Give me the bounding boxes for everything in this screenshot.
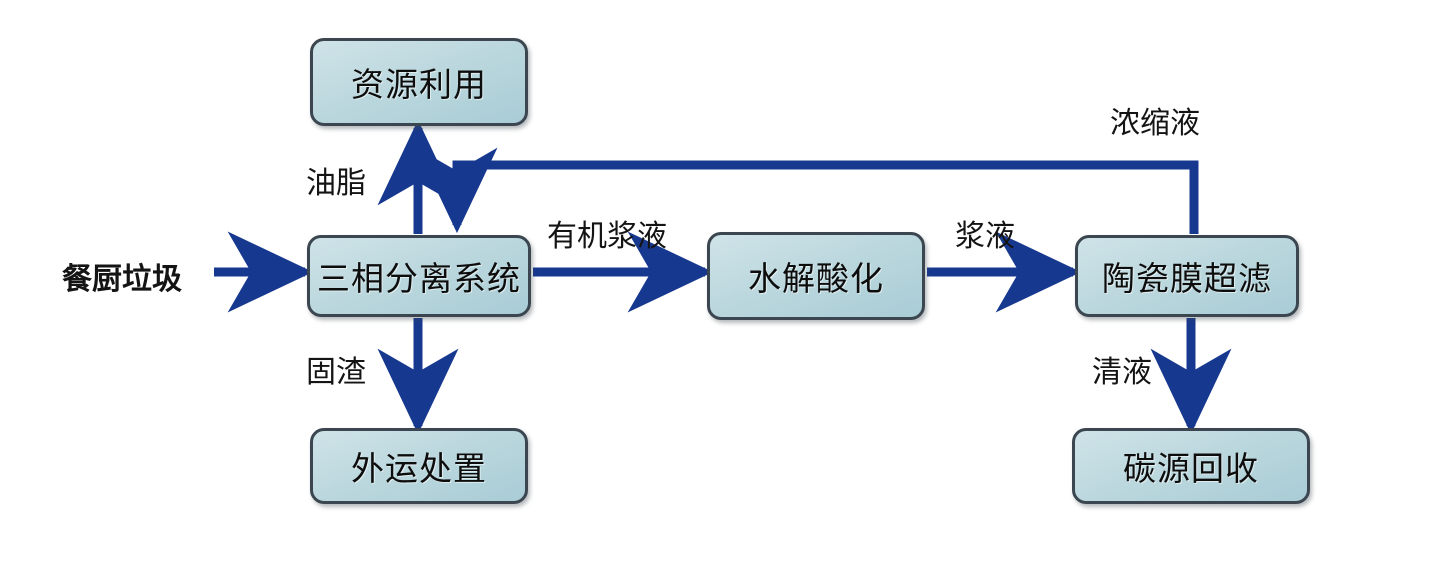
edge-label-pulp: 浆液	[955, 220, 1015, 253]
node-label: 三相分离系统	[317, 262, 521, 298]
node-label: 外运处置	[351, 452, 487, 488]
node-resource-use[interactable]: 资源利用	[310, 38, 528, 126]
node-label: 水解酸化	[748, 262, 884, 298]
node-hydrolysis-acidification[interactable]: 水解酸化	[707, 232, 925, 320]
node-offsite-disposal[interactable]: 外运处置	[310, 428, 528, 504]
edge-label-feed: 餐厨垃圾	[62, 263, 182, 296]
edge-label-concentrate: 浓缩液	[1110, 107, 1200, 140]
node-label: 陶瓷膜超滤	[1102, 262, 1272, 298]
edge-label-solid-residue: 固渣	[306, 356, 366, 389]
edge-label-clear-liquid: 清液	[1092, 356, 1152, 389]
edge-label-organic-pulp: 有机浆液	[547, 220, 667, 253]
node-label: 碳源回收	[1123, 452, 1259, 488]
edge-concentrate	[416, 147, 1199, 234]
node-carbon-source-recovery[interactable]: 碳源回收	[1072, 428, 1310, 504]
edge-label-grease: 油脂	[306, 167, 366, 200]
node-label: 资源利用	[351, 68, 487, 104]
node-ceramic-membrane-ultrafiltration[interactable]: 陶瓷膜超滤	[1075, 235, 1299, 317]
node-three-phase-separation[interactable]: 三相分离系统	[307, 235, 531, 317]
